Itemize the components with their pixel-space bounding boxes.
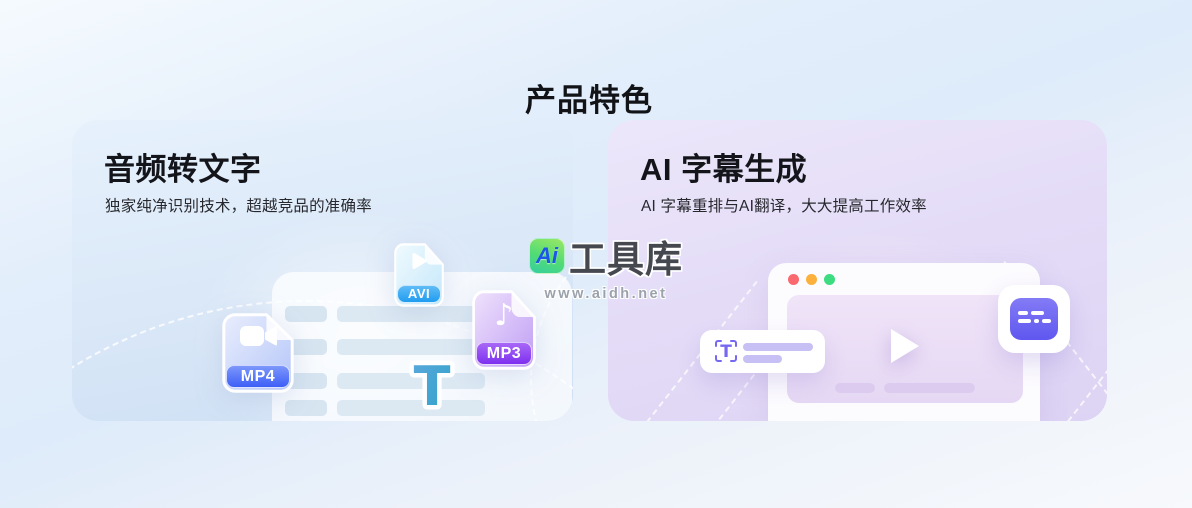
brand-logo-text: Ai xyxy=(536,243,558,268)
t-letter: T xyxy=(414,355,451,418)
play-icon xyxy=(394,251,444,271)
avi-badge: AVI xyxy=(397,284,441,304)
text-line-bar xyxy=(743,343,813,351)
card-title-ai-subtitle: AI 字幕生成 xyxy=(640,152,808,187)
card-subtitle-audio-to-text: 独家纯净识别技术，超越竞品的准确率 xyxy=(105,198,372,215)
text-line-bar xyxy=(285,339,327,355)
play-button-icon xyxy=(891,329,919,363)
text-line-bar xyxy=(743,355,782,363)
subtitle-icon xyxy=(1010,298,1058,340)
mp3-badge: MP3 xyxy=(475,342,533,366)
mp4-file-icon: MP4 xyxy=(222,313,294,393)
text-line-bar xyxy=(337,339,485,355)
close-dot-icon xyxy=(788,274,799,285)
video-player-window xyxy=(768,263,1040,421)
mp3-file-icon: ♪ MP3 xyxy=(472,290,536,370)
text-recognition-icon: T xyxy=(715,340,737,362)
avi-file-icon: AVI xyxy=(394,243,444,307)
video-canvas xyxy=(787,295,1023,403)
video-camera-icon xyxy=(222,324,294,348)
text-line-bar xyxy=(285,306,327,322)
feature-card-audio-to-text: 音频转文字 独家纯净识别技术，超越竞品的准确率 xyxy=(72,120,573,421)
window-traffic-lights xyxy=(788,274,835,285)
text-line-bar xyxy=(337,306,485,322)
mp4-badge: MP4 xyxy=(226,365,290,389)
text-t-icon: T xyxy=(394,351,470,422)
text-recognition-pill: T xyxy=(700,330,825,373)
brand-name: 工具库 xyxy=(569,239,683,280)
brand-logo: Ai xyxy=(529,238,565,274)
text-line-bar xyxy=(285,400,327,416)
text-line-bar xyxy=(337,400,485,416)
subtitle-bar xyxy=(835,383,875,393)
watermark: Ai 工具库 www.aidh.net xyxy=(527,229,685,302)
page-title: 产品特色 xyxy=(525,82,653,118)
subtitle-bar xyxy=(884,383,975,393)
text-line-bar xyxy=(337,373,485,389)
subtitle-icon-card xyxy=(998,285,1070,353)
feature-card-ai-subtitle: AI 字幕生成 AI 字幕重排与AI翻译，大大提高工作效率 xyxy=(608,120,1107,421)
music-note-icon: ♪ xyxy=(494,298,514,334)
ocr-t-letter: T xyxy=(720,342,732,362)
maximize-dot-icon xyxy=(824,274,835,285)
brand-url: www.aidh.net xyxy=(544,286,668,302)
text-line-bar xyxy=(285,373,327,389)
card-subtitle-ai-subtitle: AI 字幕重排与AI翻译，大大提高工作效率 xyxy=(641,198,927,215)
minimize-dot-icon xyxy=(806,274,817,285)
card-title-audio-to-text: 音频转文字 xyxy=(104,152,262,187)
